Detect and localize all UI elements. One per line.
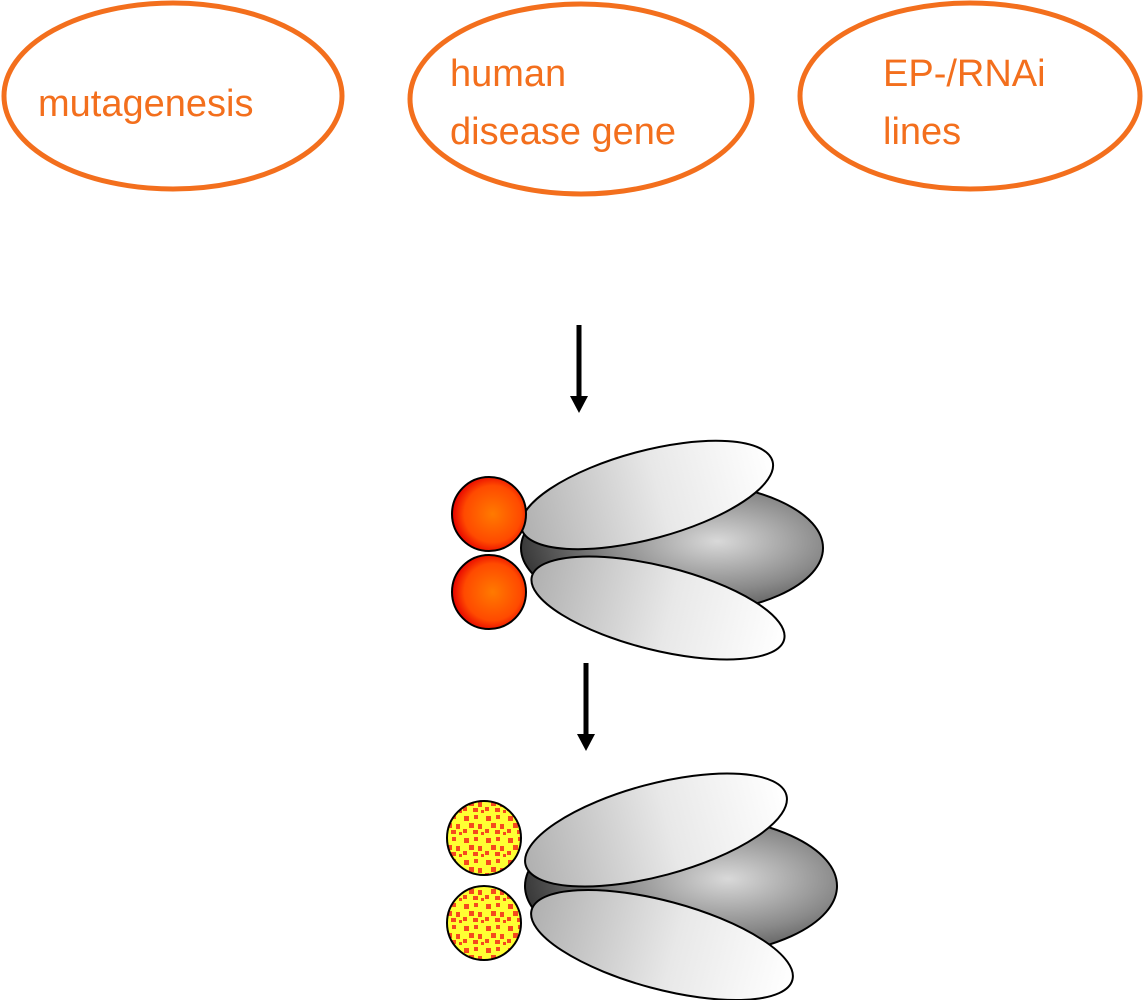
- fly-eye-rough: [446, 800, 522, 876]
- fly-wing-lower: [530, 888, 794, 1000]
- fly-wing-upper: [524, 772, 788, 888]
- source-oval-ep-rnai-lines: [797, 0, 1143, 192]
- source-label-mutagenesis: mutagenesis: [38, 83, 253, 125]
- source-label-human: human: [450, 53, 566, 95]
- arrow-down-icon: [570, 325, 588, 413]
- source-mutagenesis: mutagenesis: [1, 0, 345, 192]
- fly-eye-rough: [446, 885, 522, 961]
- fly-eye-red: [451, 554, 527, 630]
- fly-wing-lower: [530, 555, 786, 661]
- source-oval-human-disease-gene: [407, 1, 755, 197]
- source-label-lines: lines: [883, 111, 961, 153]
- fly-rough-eye: [446, 772, 838, 1000]
- source-ep-rnai-lines: EP-/RNAi lines: [797, 0, 1143, 192]
- arrow-down-icon: [577, 663, 595, 751]
- fly-normal-eye: [451, 439, 824, 661]
- source-label-ep-rnai: EP-/RNAi: [883, 53, 1046, 95]
- fly-eye-red: [451, 476, 527, 552]
- source-human-disease-gene: human disease gene: [407, 1, 755, 197]
- source-label-disease-gene: disease gene: [450, 111, 676, 153]
- source-oval-mutagenesis: [1, 0, 345, 192]
